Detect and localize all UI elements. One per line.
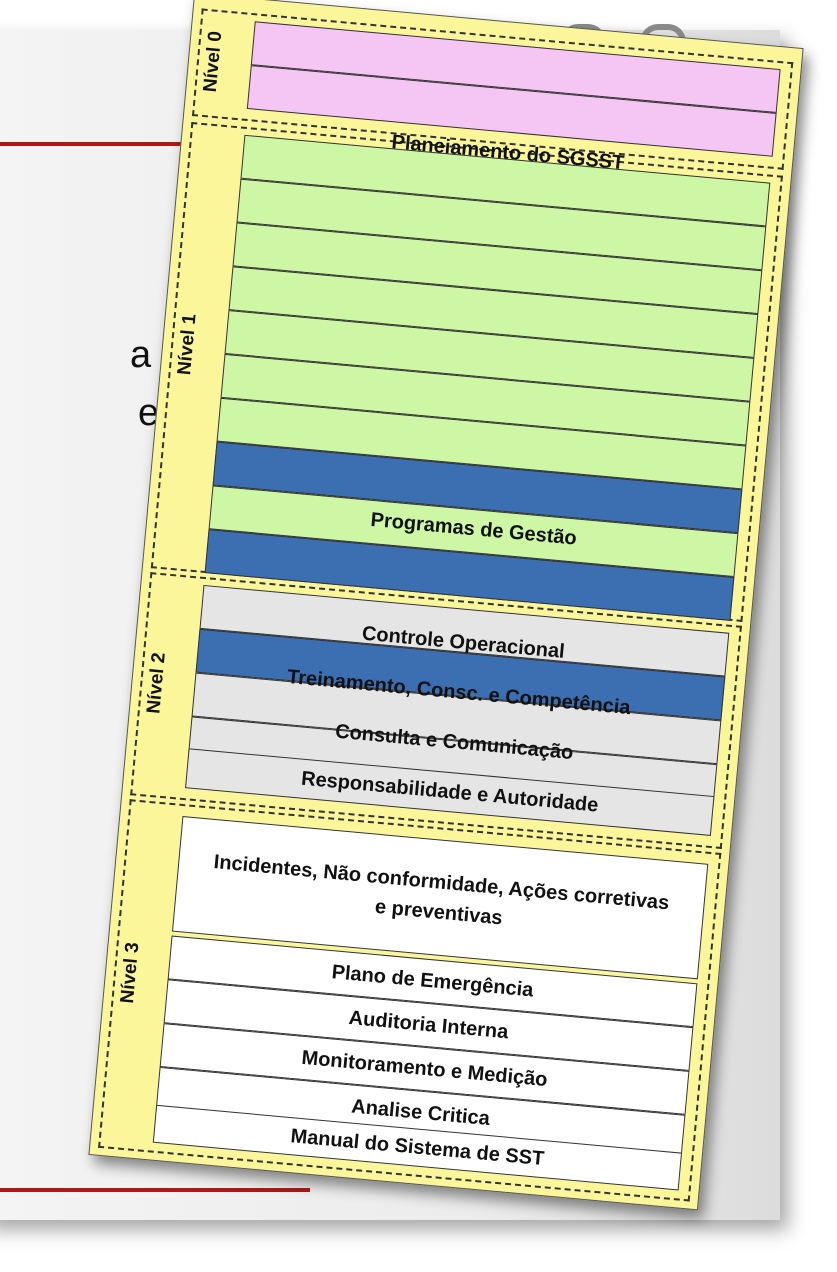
level-0-label: Nível 0 bbox=[200, 30, 227, 94]
margin-red-line-bottom bbox=[0, 1188, 310, 1192]
margin-red-line-top bbox=[0, 142, 210, 146]
sgsst-levels-panel: Nível 0 Nível 1 Nível 2 Nível 3 Diagnóst… bbox=[88, 0, 804, 1211]
